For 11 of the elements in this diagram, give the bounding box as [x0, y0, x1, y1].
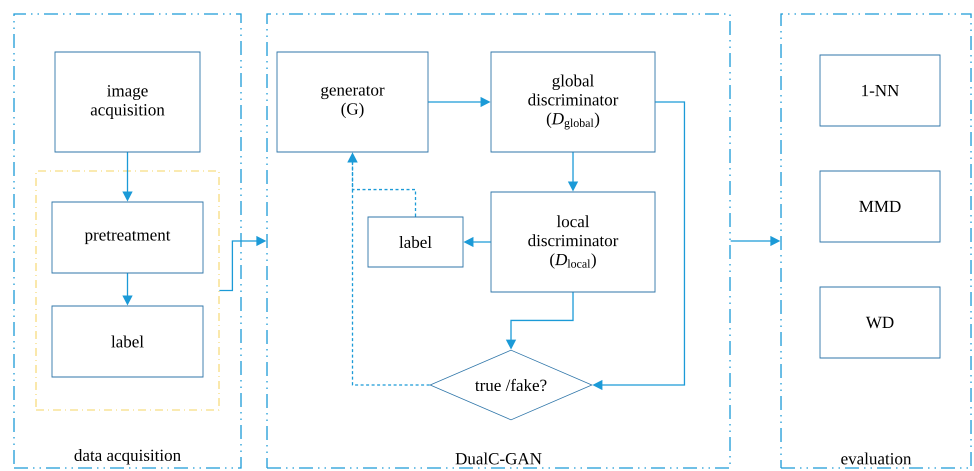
process-box: pretreatment [52, 202, 204, 274]
process-box: MMD [820, 170, 940, 242]
process-box: image acquisition [54, 52, 200, 152]
process-box: label [368, 216, 464, 268]
process-box: global discriminator (D$_{global}$) [490, 52, 656, 152]
process-box: local discriminator (D$_{local}$) [490, 192, 656, 292]
group-box [36, 170, 220, 410]
process-box: WD [820, 286, 940, 358]
process-box: label [52, 306, 204, 378]
process-box: generator (G) [276, 52, 428, 152]
process-box: 1-NN [820, 54, 940, 126]
